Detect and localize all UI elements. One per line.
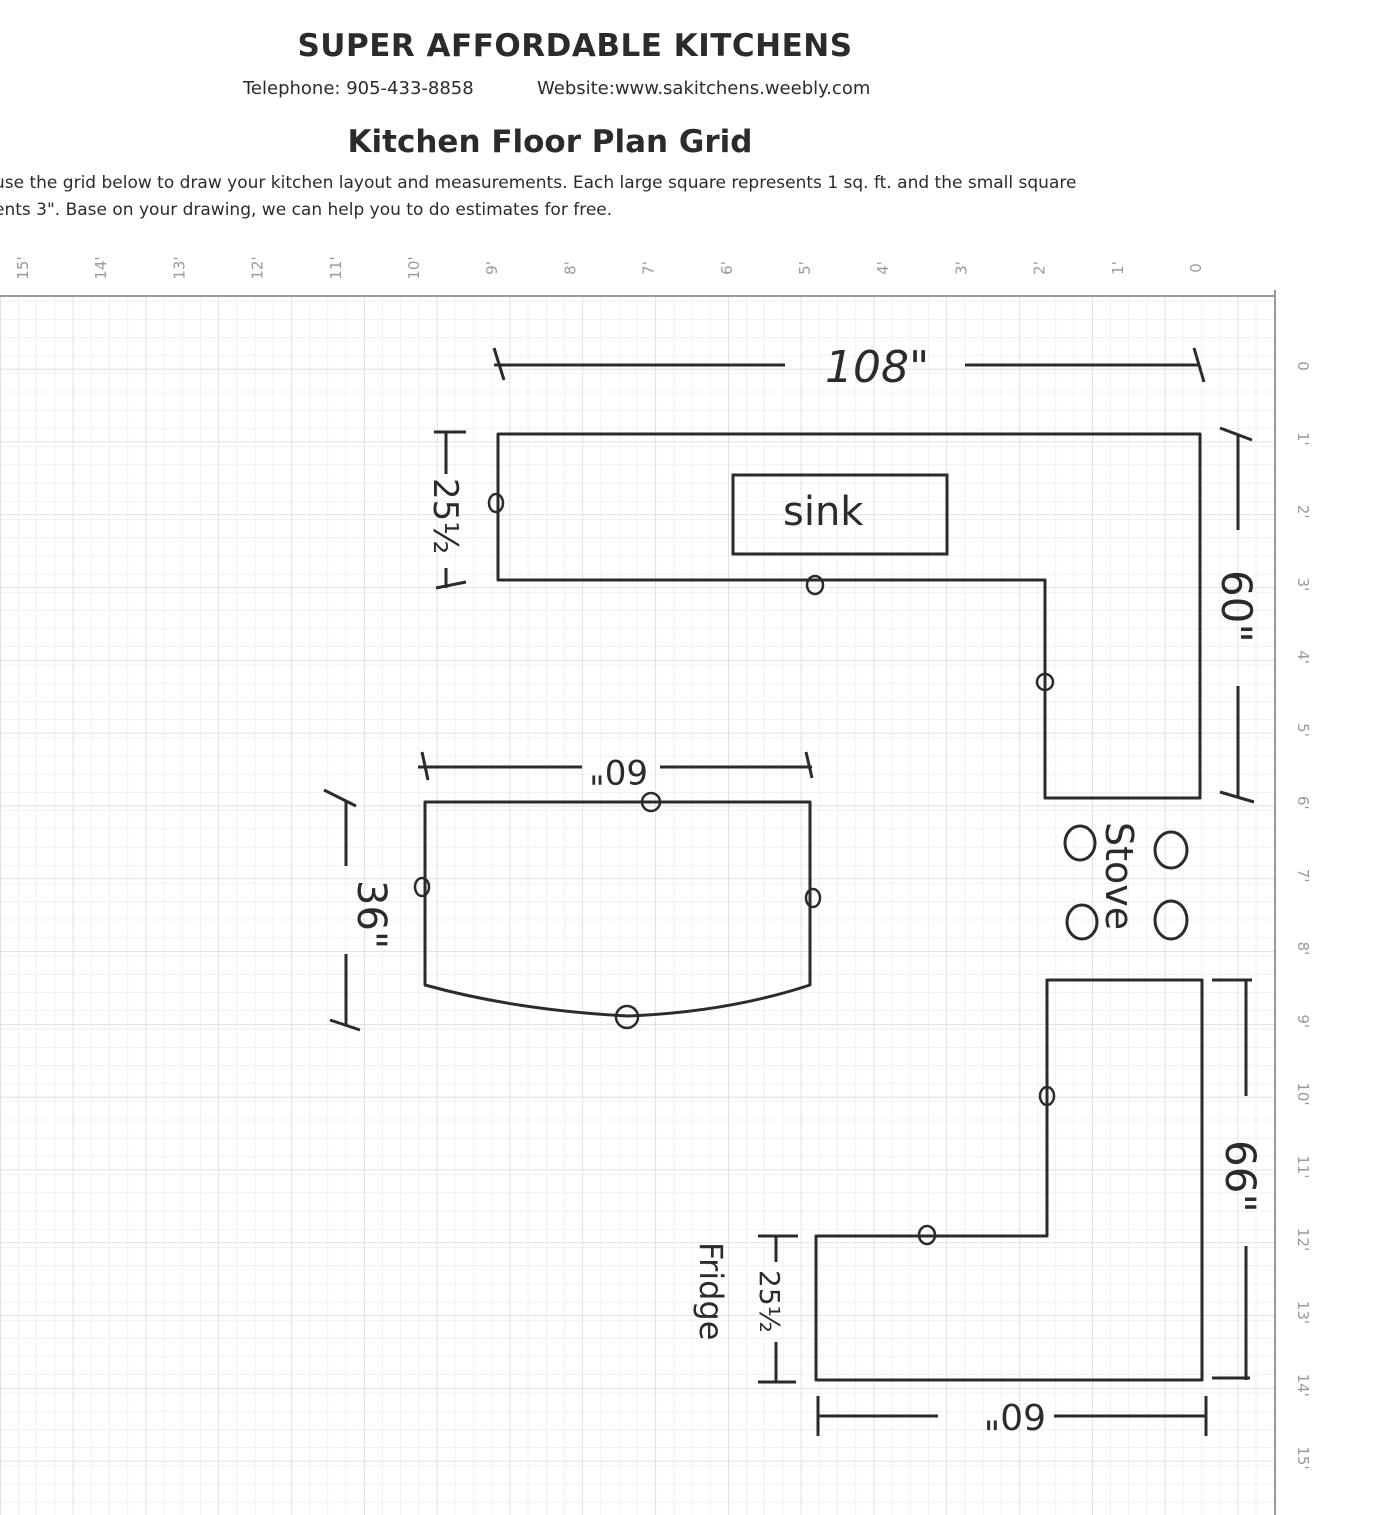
right-axis-label: 15' xyxy=(1294,1446,1312,1469)
dimension-island-width xyxy=(418,751,814,781)
top-axis-label: 12' xyxy=(249,256,267,279)
dimension-island-width-label: 60" xyxy=(589,751,648,791)
fridge-label: Fridge xyxy=(692,1242,730,1340)
right-axis-label: 2' xyxy=(1294,505,1312,519)
right-axis-label: 5' xyxy=(1294,723,1312,737)
top-axis-label: 0 xyxy=(1187,263,1205,273)
top-axis-label: 4' xyxy=(874,261,892,275)
top-axis-label: 13' xyxy=(170,256,188,279)
top-axis-label: 14' xyxy=(92,256,110,279)
upper-counter-outlets xyxy=(487,492,1055,692)
dimension-bottom-depth xyxy=(758,1234,798,1384)
website: Website:www.sakitchens.weebly.com xyxy=(537,78,871,99)
lower-counter-outlets xyxy=(917,1085,1056,1246)
instructions: use the grid below to draw your kitchen … xyxy=(0,170,1234,224)
dimension-top-depth-label: 25½ xyxy=(425,478,465,554)
dimension-island-depth xyxy=(323,788,361,1032)
top-axis-label: 6' xyxy=(718,261,736,275)
company-name: SUPER AFFORDABLE KITCHENS xyxy=(297,28,853,64)
stove-burners xyxy=(1063,824,1189,941)
right-axis-label: 11' xyxy=(1294,1155,1312,1178)
right-axis-label: 4' xyxy=(1294,650,1312,664)
right-axis-label: 9' xyxy=(1294,1014,1312,1028)
dimension-top-depth xyxy=(434,430,467,590)
telephone: Telephone: 905-433-8858 xyxy=(243,78,474,99)
top-axis-label: 10' xyxy=(405,256,423,279)
lower-counter xyxy=(814,978,1204,1382)
dimension-bottom-width xyxy=(816,1396,1208,1436)
top-axis: 15' 14' 13' 12' 11' 10' 9' 8' 7' 6' 5' 4' 3' 2' 1' 0 xyxy=(14,256,1205,279)
sink-box xyxy=(731,473,949,556)
top-axis-label: 3' xyxy=(952,261,970,275)
instructions-line-2: ents 3". Base on your drawing, we can he… xyxy=(0,200,613,220)
dimension-bottom-depth-label: 25½ xyxy=(753,1270,786,1333)
dimension-108-label: 108" xyxy=(825,342,929,393)
right-axis-label: 1' xyxy=(1294,432,1312,446)
right-axis-label: 12' xyxy=(1294,1228,1312,1251)
grid-area xyxy=(0,296,1275,1515)
right-axis-label: 13' xyxy=(1294,1301,1312,1324)
dimension-right-lower xyxy=(1212,978,1252,1380)
right-axis-label: 6' xyxy=(1294,796,1312,810)
top-axis-label: 7' xyxy=(640,261,658,275)
upper-counter xyxy=(496,432,1202,800)
right-axis-label: 3' xyxy=(1294,578,1312,592)
island xyxy=(423,800,812,1018)
instructions-line-1: use the grid below to draw your kitchen … xyxy=(0,173,1077,193)
dimension-bottom-width-label: 60" xyxy=(984,1395,1046,1436)
dimension-right-upper-label: 60" xyxy=(1212,570,1261,643)
top-axis-label: 11' xyxy=(327,256,345,279)
dimension-right-lower-label: 66" xyxy=(1216,1140,1265,1213)
right-axis-label: 7' xyxy=(1294,869,1312,883)
sink-label: sink xyxy=(783,489,864,535)
dimension-right-upper xyxy=(1219,426,1255,804)
stove-label: Stove xyxy=(1097,822,1141,930)
top-axis-label: 9' xyxy=(483,261,501,275)
top-axis-label: 15' xyxy=(14,256,32,279)
right-axis-label: 8' xyxy=(1294,942,1312,956)
top-axis-label: 2' xyxy=(1031,261,1049,275)
right-axis-label: 10' xyxy=(1294,1082,1312,1105)
dimension-108 xyxy=(492,347,1206,383)
right-axis: 0 1' 2' 3' 4' 5' 6' 7' 8' 9' 10' 11' 12' 13' 14' 15' xyxy=(1294,361,1312,1469)
dimension-island-depth-label: 36" xyxy=(348,880,394,949)
top-axis-label: 8' xyxy=(561,261,579,275)
top-axis-label: 5' xyxy=(796,261,814,275)
top-axis-label: 1' xyxy=(1109,261,1127,275)
island-outlets xyxy=(413,791,822,1030)
page-title: Kitchen Floor Plan Grid xyxy=(347,124,753,160)
right-axis-label: 14' xyxy=(1294,1374,1312,1397)
right-axis-label: 0 xyxy=(1294,361,1312,371)
